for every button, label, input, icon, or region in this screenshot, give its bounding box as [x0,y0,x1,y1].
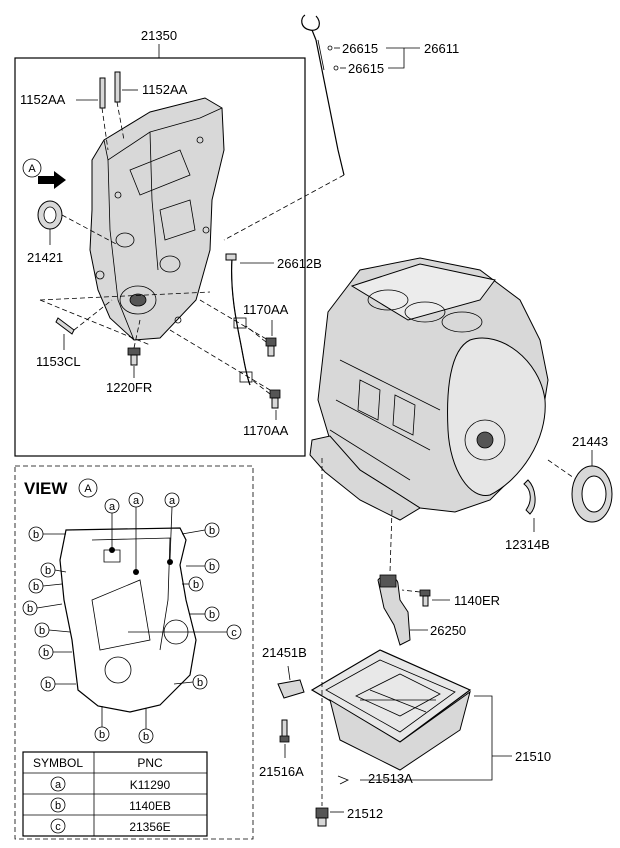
oil-dipstick-26611 [301,14,345,176]
symbol-a-markers: a a a [104,492,180,575]
svg-text:c: c [231,627,237,639]
svg-text:b: b [45,565,51,577]
label-12314b: 12314B [505,537,550,552]
label-26615-upper: 26615 [342,41,378,56]
label-1170aa-lower: 1170AA [243,423,289,438]
label-26611: 26611 [424,41,459,56]
rear-oil-seal-21443 [571,465,613,523]
svg-text:b: b [33,581,39,593]
oil-pan-21510 [310,649,472,771]
baffle-21451b [277,679,305,699]
label-26612b: 26612B [277,256,322,271]
bolt-1220fr [127,319,141,366]
svg-text:a: a [133,495,140,507]
symbol-b-markers: b b b b b b b b b b b b b b [22,522,220,744]
label-21510: 21510 [515,749,551,764]
dowel-pin-1153cl [55,299,113,335]
view-marker: A [84,483,92,495]
bolt-1170aa-lower [251,379,281,409]
cylinder-block [309,257,549,521]
oil-seal-21421 [37,200,119,246]
view-a-box [14,465,254,840]
bolt-1170aa-upper [245,325,277,357]
label-21421: 21421 [27,250,63,265]
stud-bolts-1152aa [99,71,125,151]
view-cover-outline [59,527,197,713]
table-row-symbol: c [55,821,61,833]
label-21513a: 21513A [368,771,413,786]
svg-text:b: b [197,677,203,689]
view-title: VIEW [24,479,68,498]
svg-text:b: b [209,609,215,621]
svg-text:b: b [209,525,215,537]
svg-text:b: b [143,731,149,743]
label-1152aa-left: 1152AA [20,92,66,107]
svg-text:a: a [109,501,116,513]
label-1153cl: 1153CL [36,354,81,369]
table-header-pnc: PNC [137,756,163,770]
svg-text:b: b [27,603,33,615]
label-26615-lower: 26615 [348,61,384,76]
svg-text:A: A [28,163,36,175]
oil-strainer-26250 [377,574,411,646]
table-row-pnc: 21356E [129,820,170,834]
table-row-symbol: a [55,779,62,791]
label-1152aa-right: 1152AA [142,82,188,97]
timing-cover-box [14,57,306,457]
table-header-symbol: SYMBOL [33,756,83,770]
dipstick-tube-26612b [225,253,253,386]
svg-text:b: b [99,729,105,741]
table-row-pnc: 1140EB [129,799,171,813]
table-row-pnc: K11290 [130,778,171,792]
svg-text:b: b [45,679,51,691]
thrust-bearing-12314b [523,479,536,515]
gasket-21513a [337,775,349,785]
label-21350: 21350 [141,28,177,43]
label-21512: 21512 [347,806,383,821]
svg-text:a: a [169,495,176,507]
svg-text:b: b [43,647,49,659]
view-a-callout [22,158,42,178]
view-arrow-icon [38,171,66,189]
label-21451b: 21451B [262,645,307,660]
label-26250: 26250 [430,623,466,638]
label-21516a: 21516A [259,764,304,779]
label-1140er: 1140ER [454,593,500,608]
drain-plug-21512 [315,807,329,827]
label-1220fr: 1220FR [106,380,152,395]
svg-text:b: b [209,561,215,573]
label-1170aa-upper: 1170AA [243,302,289,317]
timing-chain-cover [89,97,225,341]
svg-text:b: b [39,625,45,637]
bolt-21516a [279,719,290,743]
symbol-table: SYMBOL PNC a K11290 b 1140EB c 21356E [22,751,208,837]
svg-text:b: b [193,579,199,591]
svg-text:b: b [33,529,39,541]
table-row-symbol: b [55,800,61,812]
bolt-1140er [401,589,431,607]
label-21443: 21443 [572,434,608,449]
